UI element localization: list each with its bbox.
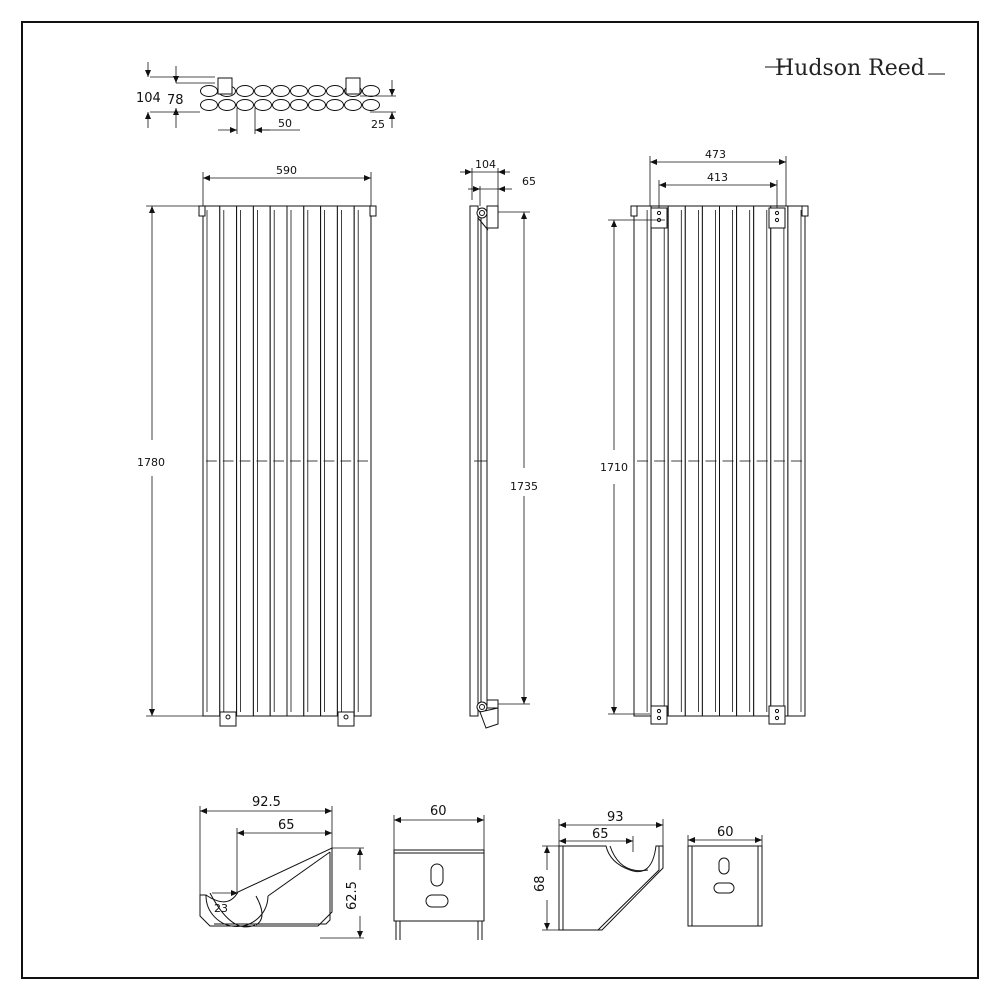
front-view-columns <box>202 205 372 717</box>
top-tube-back <box>218 99 236 111</box>
side-bracket-bottom <box>479 707 499 729</box>
top-dim-offset: 25 <box>371 118 385 131</box>
side-bracket-top <box>486 205 499 229</box>
plate-b: 60 <box>687 825 763 927</box>
bracket-a-dim-width: 92.5 <box>252 795 281 810</box>
side-dim-wall: 65 <box>522 175 536 188</box>
top-tube-front <box>272 85 290 97</box>
top-dim-inner: 78 <box>167 93 184 108</box>
bracket-b-outline <box>558 845 664 931</box>
rear-view-columns <box>633 205 806 717</box>
plate-b-dim-width: 60 <box>717 825 734 840</box>
rear-bracket-bottom-right <box>768 705 786 725</box>
top-tube-back <box>326 99 344 111</box>
top-tube-back <box>236 99 254 111</box>
top-tube-front <box>308 85 326 97</box>
bracket-a-dim-depth: 65 <box>278 818 295 833</box>
plate-b-slot-vertical <box>718 857 730 875</box>
bracket-b-dim-height: 68 <box>533 875 548 892</box>
top-tube-front <box>200 85 218 97</box>
side-dim-depth: 104 <box>475 158 496 171</box>
bracket-b-profile: 93 65 68 <box>533 810 664 931</box>
top-bracket-left <box>217 77 233 95</box>
top-tube-back <box>290 99 308 111</box>
side-view: 104 65 1735 <box>460 158 538 729</box>
top-tube-back <box>362 99 380 111</box>
plate-a-body <box>393 849 485 922</box>
top-dim-depth: 104 <box>136 91 161 106</box>
top-tube-front <box>326 85 344 97</box>
bracket-b-dim-width: 93 <box>607 810 624 825</box>
rear-dim-inner: 413 <box>707 171 728 184</box>
top-tube-front <box>290 85 308 97</box>
top-tube-back <box>200 99 218 111</box>
plate-b-body <box>687 845 763 927</box>
rear-dim-outer: 473 <box>705 148 726 161</box>
brand-name: Hudson Reed <box>775 56 925 81</box>
top-tube-front <box>236 85 254 97</box>
top-bracket-right <box>345 77 361 95</box>
plate-a: 60 <box>393 804 485 940</box>
side-panel-back <box>480 213 488 705</box>
side-dim-height: 1735 <box>510 480 538 493</box>
front-dim-height: 1780 <box>137 456 165 469</box>
front-dim-width: 590 <box>276 164 297 177</box>
top-tube-front <box>254 85 272 97</box>
rear-view: 473 413 1710 <box>600 148 809 725</box>
plate-b-slot-horizontal <box>713 882 735 894</box>
top-tube-back <box>254 99 272 111</box>
front-view: 590 1780 <box>137 164 377 727</box>
top-view: 104 78 50 25 <box>136 62 396 134</box>
bracket-a-profile: 92.5 65 62.5 23 <box>199 795 364 939</box>
plate-a-slot-vertical <box>430 863 444 887</box>
bracket-a-dim-height: 62.5 <box>345 881 360 910</box>
bracket-b-dim-depth: 65 <box>592 827 609 842</box>
top-dim-spacing: 50 <box>278 117 292 130</box>
top-tube-back <box>308 99 326 111</box>
top-tube-back <box>344 99 362 111</box>
rear-bracket-bottom-left <box>650 705 668 725</box>
plate-a-slot-horizontal <box>425 894 449 908</box>
bracket-a-outline <box>199 847 333 927</box>
drawing-frame <box>21 21 979 979</box>
top-tube-front <box>362 85 380 97</box>
top-tube-back <box>272 99 290 111</box>
plate-a-dim-width: 60 <box>430 804 447 819</box>
rear-dim-height: 1710 <box>600 461 628 474</box>
bracket-a-dim-radius: 23 <box>214 902 228 915</box>
brand-logo: Hudson Reed <box>765 56 945 81</box>
